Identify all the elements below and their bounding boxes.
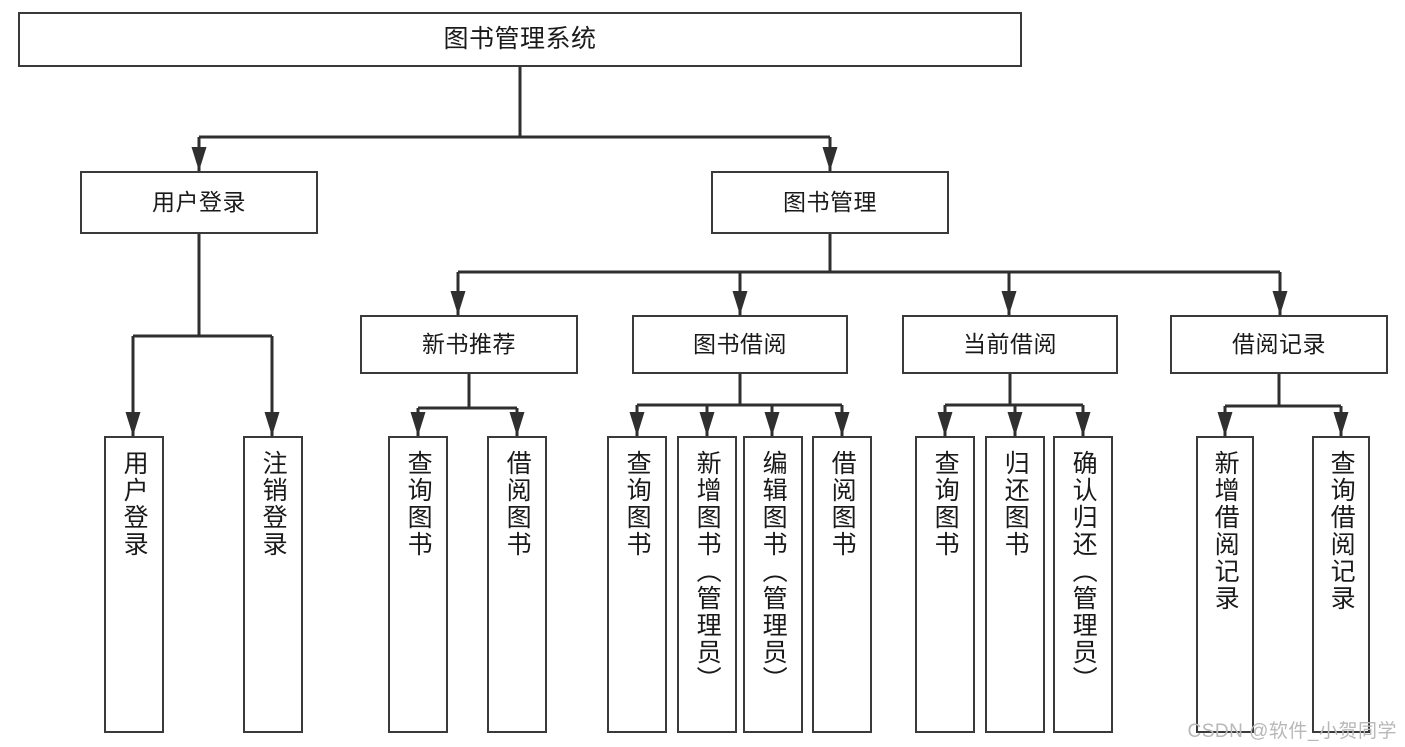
node-leaf-user-login-label: 用户登录 — [120, 450, 149, 558]
node-current-borrow[interactable]: 当前借阅 — [902, 315, 1118, 374]
node-current-borrow-label: 当前借阅 — [963, 330, 1057, 357]
node-leaf-edit-book-label: 编辑图书（管理员） — [759, 450, 788, 693]
node-leaf-borrow-book-2[interactable]: 借阅图书 — [812, 436, 872, 733]
node-book-borrow[interactable]: 图书借阅 — [632, 315, 848, 374]
node-leaf-borrow-book-1[interactable]: 借阅图书 — [487, 436, 547, 733]
node-borrow-record[interactable]: 借阅记录 — [1170, 315, 1388, 374]
node-leaf-query-book-1-label: 查询图书 — [404, 450, 433, 558]
node-leaf-return-book-label: 归还图书 — [1001, 450, 1030, 558]
node-leaf-confirm-return[interactable]: 确认归还（管理员） — [1053, 436, 1113, 733]
watermark-text: CSDN @软件_小贺同学 — [1187, 721, 1397, 742]
node-user-login-label: 用户登录 — [152, 188, 246, 215]
node-leaf-return-book[interactable]: 归还图书 — [985, 436, 1045, 733]
node-borrow-record-label: 借阅记录 — [1232, 330, 1326, 357]
node-leaf-query-book-3[interactable]: 查询图书 — [915, 436, 975, 733]
node-leaf-query-record-label: 查询借阅记录 — [1327, 450, 1356, 612]
node-root[interactable]: 图书管理系统 — [18, 12, 1022, 67]
node-leaf-add-book-label: 新增图书（管理员） — [693, 450, 722, 693]
node-leaf-user-login[interactable]: 用户登录 — [104, 436, 164, 733]
node-leaf-query-book-2-label: 查询图书 — [623, 450, 652, 558]
node-leaf-query-book-3-label: 查询图书 — [931, 450, 960, 558]
node-book-borrow-label: 图书借阅 — [693, 330, 787, 357]
node-leaf-query-book-2[interactable]: 查询图书 — [607, 436, 667, 733]
node-new-book-rec[interactable]: 新书推荐 — [360, 315, 578, 374]
node-leaf-user-logout-label: 注销登录 — [259, 450, 288, 558]
node-leaf-confirm-return-label: 确认归还（管理员） — [1069, 450, 1098, 693]
node-leaf-borrow-book-2-label: 借阅图书 — [828, 450, 857, 558]
node-leaf-user-logout[interactable]: 注销登录 — [243, 436, 303, 733]
node-user-login[interactable]: 用户登录 — [80, 171, 318, 234]
node-book-manage[interactable]: 图书管理 — [711, 171, 949, 234]
node-leaf-add-book[interactable]: 新增图书（管理员） — [677, 436, 737, 733]
node-new-book-rec-label: 新书推荐 — [422, 330, 516, 357]
node-book-manage-label: 图书管理 — [783, 188, 877, 215]
node-leaf-edit-book[interactable]: 编辑图书（管理员） — [743, 436, 803, 733]
node-leaf-add-record-label: 新增借阅记录 — [1211, 450, 1240, 612]
node-leaf-query-record[interactable]: 查询借阅记录 — [1312, 436, 1370, 733]
node-root-label: 图书管理系统 — [443, 25, 597, 54]
node-leaf-add-record[interactable]: 新增借阅记录 — [1196, 436, 1254, 733]
node-leaf-borrow-book-1-label: 借阅图书 — [503, 450, 532, 558]
node-leaf-query-book-1[interactable]: 查询图书 — [388, 436, 448, 733]
